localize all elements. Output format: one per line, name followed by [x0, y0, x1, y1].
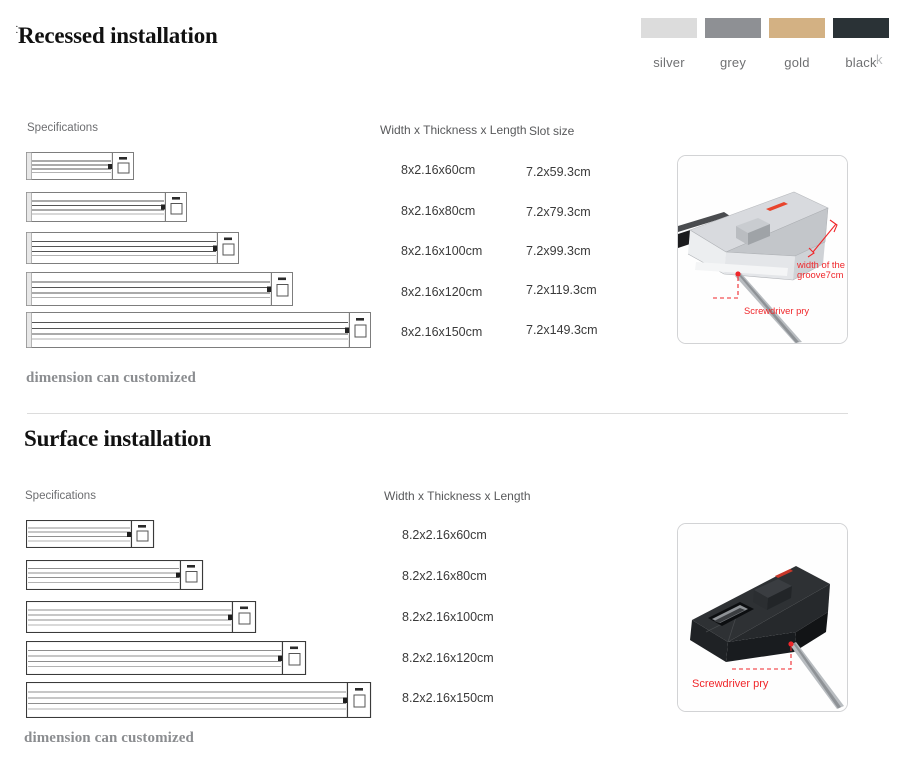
recessed-header-size: Width x Thickness x Length — [380, 123, 527, 137]
recessed-slot-80: 7.2x79.3cm — [526, 205, 591, 219]
surface-size-120: 8.2x2.16x120cm — [402, 651, 494, 665]
color-label-black: black — [845, 55, 877, 70]
annotation-groove-line1: width of the — [796, 259, 845, 270]
fixture-diagram-recessed-80 — [26, 192, 196, 222]
surface-header-specifications: Specifications — [25, 490, 96, 502]
color-label-silver: silver — [653, 55, 685, 70]
surface-customized-note: dimension can customized — [24, 730, 194, 746]
recessed-slot-120: 7.2x119.3cm — [526, 283, 597, 297]
surface-header-size: Width x Thickness x Length — [384, 489, 531, 503]
fixture-diagram-surface-80 — [26, 560, 211, 590]
fixture-diagram-surface-120 — [26, 641, 314, 675]
section-divider — [27, 413, 848, 414]
color-label-grey: grey — [719, 55, 747, 70]
fixture-diagram-surface-100 — [26, 601, 264, 633]
recessed-header-specifications: Specifications — [27, 122, 98, 134]
color-swatch-silver[interactable]: silver — [637, 18, 701, 70]
color-chip-silver[interactable] — [641, 18, 697, 38]
fixture-diagram-recessed-150 — [26, 312, 378, 348]
fixture-diagram-surface-150 — [26, 682, 378, 718]
color-swatch-strip: silver grey gold black — [637, 18, 893, 70]
surface-size-80: 8.2x2.16x80cm — [402, 569, 487, 583]
color-swatch-grey[interactable]: grey — [701, 18, 765, 70]
product-photo-recessed[interactable]: width of the groove7cm Screwdriver pry — [677, 155, 848, 344]
color-swatch-gold[interactable]: gold — [765, 18, 829, 70]
recessed-size-120: 8x2.16x120cm — [401, 285, 483, 299]
fixture-diagram-surface-60 — [26, 520, 161, 548]
color-label-clipped: k — [876, 52, 883, 67]
recessed-header-slot: Slot size — [529, 124, 575, 138]
surface-size-150: 8.2x2.16x150cm — [402, 691, 494, 705]
recessed-slot-150: 7.2x149.3cm — [526, 323, 598, 337]
page-title-recessed: Recessed installation — [18, 23, 218, 48]
surface-size-60: 8.2x2.16x60cm — [402, 528, 487, 542]
recessed-size-80: 8x2.16x80cm — [401, 204, 476, 218]
page-title-surface: Surface installation — [24, 426, 212, 451]
recessed-slot-60: 7.2x59.3cm — [526, 165, 591, 179]
annotation-pry-recessed: Screwdriver pry — [744, 305, 809, 316]
color-label-gold: gold — [784, 55, 810, 70]
product-photo-surface[interactable]: Screwdriver pry — [677, 523, 848, 712]
annotation-groove-line2: groove7cm — [797, 269, 844, 280]
recessed-size-60: 8x2.16x60cm — [401, 163, 476, 177]
recessed-slot-100: 7.2x99.3cm — [526, 244, 591, 258]
fixture-diagram-recessed-100 — [26, 232, 246, 264]
fixture-diagram-recessed-120 — [26, 272, 301, 306]
fixture-diagram-recessed-60 — [26, 152, 142, 180]
color-chip-grey[interactable] — [705, 18, 761, 38]
color-swatch-black[interactable]: black — [829, 18, 893, 70]
recessed-customized-note: dimension can customized — [26, 370, 196, 386]
title-decoration-dots: ·· — [15, 21, 19, 39]
recessed-size-100: 8x2.16x100cm — [401, 244, 483, 258]
color-chip-gold[interactable] — [769, 18, 825, 38]
recessed-size-150: 8x2.16x150cm — [401, 325, 483, 339]
color-chip-black[interactable] — [833, 18, 889, 38]
annotation-pry-surface: Screwdriver pry — [692, 678, 769, 690]
surface-size-100: 8.2x2.16x100cm — [402, 610, 494, 624]
